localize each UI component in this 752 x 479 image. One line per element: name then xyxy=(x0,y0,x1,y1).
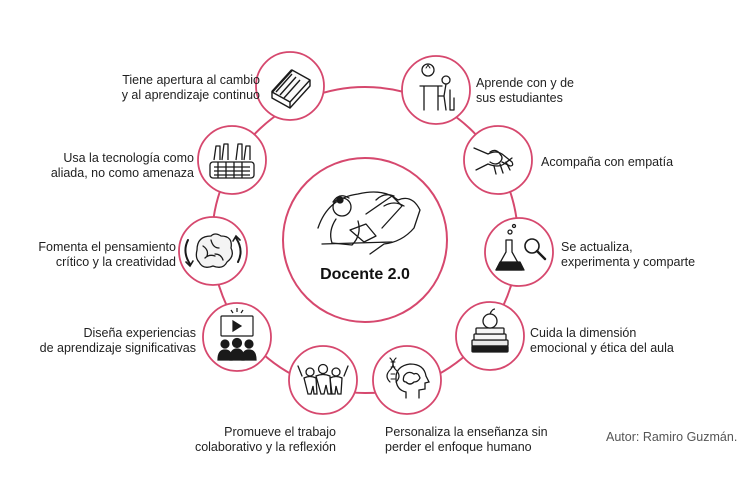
student-desk-icon xyxy=(419,63,455,111)
node-technology xyxy=(197,125,267,195)
node-ethical-dimension xyxy=(455,301,525,371)
label-collaborative-work: Promueve el trabajo colaborativo y la re… xyxy=(194,425,336,454)
node-continuous-learning xyxy=(255,51,325,121)
group-hug-icon xyxy=(297,363,349,395)
book-icon xyxy=(271,69,311,109)
node-empathy xyxy=(463,125,533,195)
video-audience-icon xyxy=(217,308,257,361)
label-technology: Usa la tecnología como aliada, no como a… xyxy=(50,151,194,180)
author-credit: Autor: Ramiro Guzmán. xyxy=(606,430,738,444)
keyboard-typing-icon xyxy=(209,143,255,179)
node-meaningful-experiences xyxy=(202,302,272,372)
books-apple-icon xyxy=(471,308,509,353)
flask-magnifier-icon xyxy=(495,223,547,271)
clasped-hands-icon xyxy=(473,147,514,175)
head-dna-icon xyxy=(386,357,430,399)
label-critical-thinking: Fomenta el pensamiento crítico y la crea… xyxy=(38,240,176,269)
label-empathy: Acompaña con empatía xyxy=(541,155,674,169)
label-learns-from-students: Aprende con y de sus estudiantes xyxy=(476,76,574,105)
node-update-experiment xyxy=(484,217,554,287)
label-meaningful-experiences: Diseña experiencias de aprendizaje signi… xyxy=(39,326,196,355)
teacher-reading-icon xyxy=(317,191,421,255)
label-continuous-learning: Tiene apertura al cambio y al aprendizaj… xyxy=(121,73,260,102)
center-title: Docente 2.0 xyxy=(320,266,410,283)
brain-cycle-icon xyxy=(184,233,242,268)
node-critical-thinking xyxy=(178,216,248,286)
center-node xyxy=(282,157,448,323)
label-update-experiment: Se actualiza, experimenta y comparte xyxy=(561,240,696,269)
label-ethical-dimension: Cuida la dimensión emocional y ética del… xyxy=(530,326,674,355)
node-human-focus xyxy=(372,345,442,415)
node-learns-from-students xyxy=(401,55,471,125)
label-human-focus: Personaliza la enseñanza sin perder el e… xyxy=(385,425,548,454)
node-collaborative-work xyxy=(288,345,358,415)
